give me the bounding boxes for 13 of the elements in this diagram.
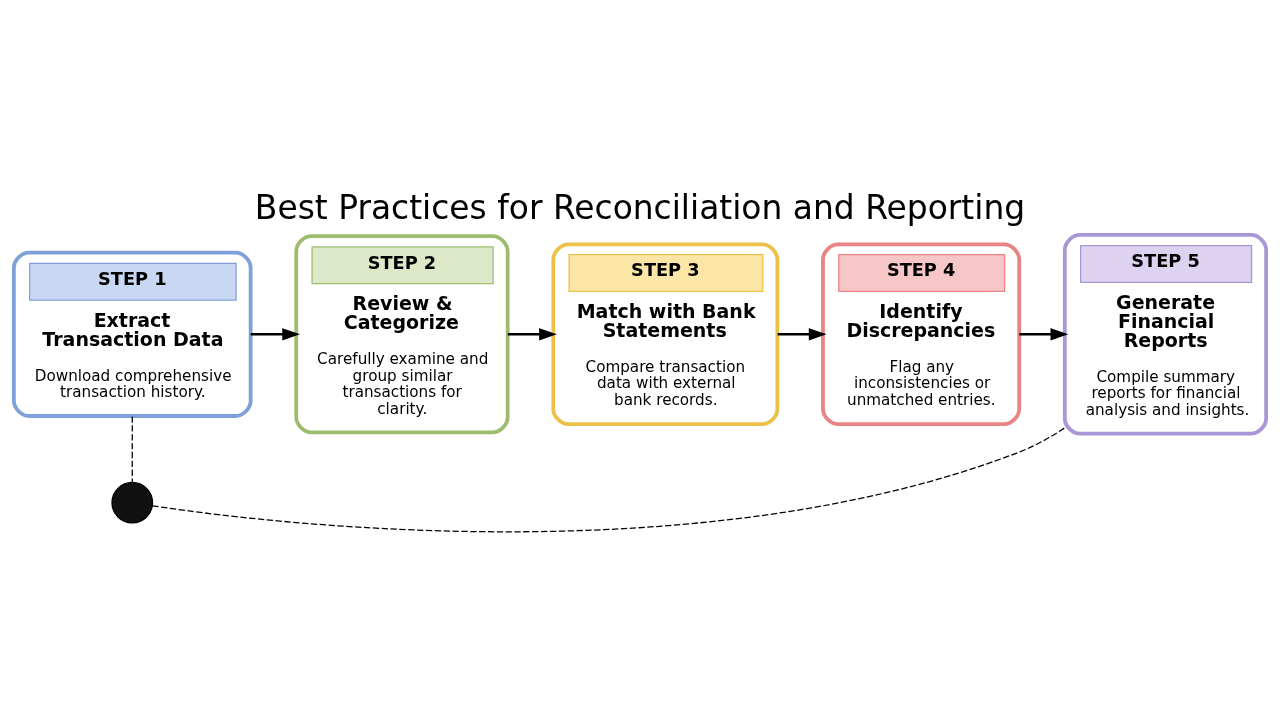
arrow	[1019, 328, 1069, 341]
diagram-title: Best Practices for Reconciliation and Reporting	[254, 188, 1026, 228]
arrow	[250, 328, 301, 341]
connector	[131, 415, 133, 483]
arrow	[507, 328, 557, 341]
node-box: STEP 4 Identify Discrepancies Flag any inconsistencies or unmatched entries.	[821, 242, 1022, 427]
node-circle	[111, 481, 154, 524]
node-box: STEP 1 Extract Transaction Data Download comprehensive transaction history.	[11, 250, 253, 418]
node-box: STEP 5 Generate Financial Reports Compile summary reports for financial analysis and insights.	[1062, 233, 1269, 436]
node-box: STEP 3 Match with Bank Statements Compare transaction data with external bank records.	[551, 242, 780, 427]
node-box: STEP 2 Review & Categorize Carefully examine and group similar transactions for clarity.	[294, 234, 510, 435]
connector	[151, 427, 1066, 533]
arrow	[777, 328, 827, 341]
